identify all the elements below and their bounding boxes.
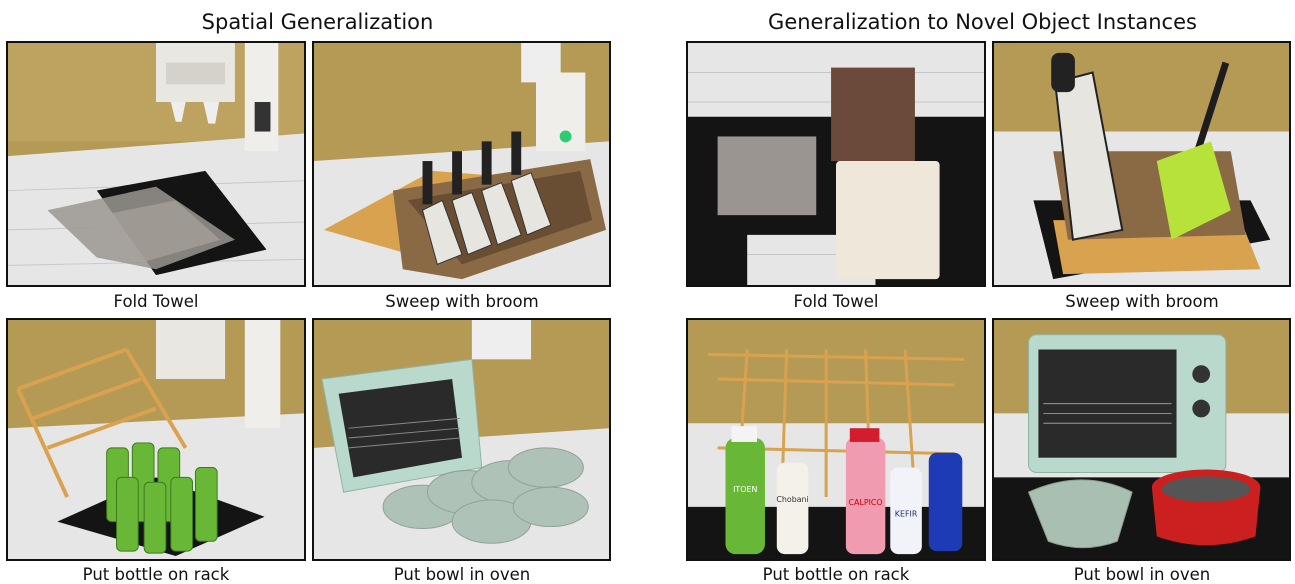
photo-bottle-rack-novel: ITOEN Chobani CALPICO KEFIR <box>686 318 986 561</box>
caption-sweep-broom-right: Sweep with broom <box>1065 292 1219 311</box>
caption-bottle-rack-left: Put bottle on rack <box>82 565 230 584</box>
caption-bowl-oven-left: Put bowl in oven <box>393 565 531 584</box>
caption-sweep-broom-left: Sweep with broom <box>385 292 539 311</box>
caption-fold-towel-left: Fold Towel <box>113 292 199 311</box>
photo-fold-towel-spatial <box>6 41 306 287</box>
photo-bottle-rack-spatial <box>6 318 306 561</box>
photo-fold-towel-novel <box>686 41 986 287</box>
photo-sweep-broom-novel <box>992 41 1291 287</box>
right-section-title: Generalization to Novel Object Instances <box>768 10 1197 34</box>
caption-fold-towel-right: Fold Towel <box>793 292 879 311</box>
label-itoen: ITOEN <box>733 485 757 494</box>
left-section-title: Spatial Generalization <box>201 10 434 34</box>
photo-sweep-broom-spatial <box>312 41 611 287</box>
label-calpico: CALPICO <box>849 498 883 507</box>
photo-bowl-oven-novel <box>992 318 1291 561</box>
photo-bowl-oven-spatial <box>312 318 611 561</box>
caption-bowl-oven-right: Put bowl in oven <box>1073 565 1211 584</box>
caption-bottle-rack-right: Put bottle on rack <box>762 565 910 584</box>
label-kefir: KEFIR <box>895 510 918 519</box>
label-chobani: Chobani <box>776 495 808 504</box>
